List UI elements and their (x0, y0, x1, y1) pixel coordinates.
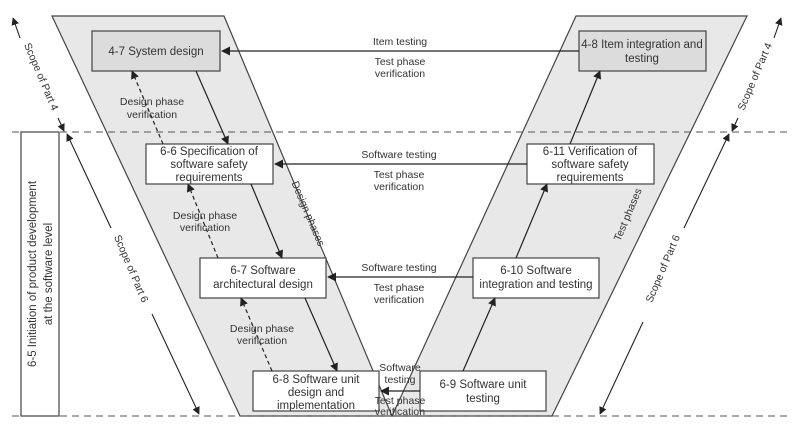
box-6-10-integration-testing[interactable]: 6-10 Software integration and testing (472, 257, 600, 299)
flow-arrow-6-9-to-6-10 (462, 297, 496, 372)
initiation-label-line1: 6-5 Initiation of product development (27, 180, 39, 367)
design-verif-label-3-line2: verification (237, 335, 287, 347)
test-link-software-3-below-line2: verification (375, 406, 425, 418)
test-link-software-1-below-line1: Test phase (374, 169, 425, 181)
box-6-8-label-line1: 6-8 Software unit (273, 374, 361, 386)
scope-part4-left-label: Scope of Part 4 (21, 41, 60, 112)
scope-part6-right-arrow-down (599, 321, 644, 415)
design-verif-label-1-line1: Design phase (120, 96, 184, 108)
scope-part6-left-label: Scope of Part 6 (111, 233, 150, 304)
design-verif-label-2-line2: verification (180, 222, 230, 234)
verif-arrow-6-7-to-6-6 (186, 183, 219, 259)
box-4-7-label: 4-7 System design (108, 46, 203, 58)
design-verif-label-3-line1: Design phase (230, 323, 294, 335)
box-6-11-label-line2: software safety (551, 159, 629, 171)
test-link-software-3-above-line2: testing (385, 374, 416, 386)
verif-arrow-6-6-to-4-7 (131, 70, 164, 145)
flow-arrow-6-10-to-6-11 (515, 183, 548, 259)
box-4-8-label-line2: testing (625, 53, 659, 65)
design-verif-label-2-line1: Design phase (173, 210, 237, 222)
test-link-item-below-line1: Test phase (375, 56, 426, 68)
box-6-11-verif-safety[interactable]: 6-11 Verification of software safety req… (526, 143, 655, 185)
box-6-11-label-line3: requirements (556, 172, 623, 184)
scope-part4-right-label: Scope of Part 4 (736, 41, 775, 112)
initiation-label-line2: at the software level (43, 223, 55, 325)
flow-arrow-6-11-to-4-8 (569, 70, 602, 145)
scope-part4-left-arrow-up (11, 17, 21, 39)
box-4-8-label-line1: 4-8 Item integration and (581, 39, 702, 51)
scope-part4-right-arrow-up (773, 17, 783, 39)
box-6-9-unit-testing[interactable]: 6-9 Software unit testing (419, 370, 547, 412)
box-6-6-label-line3: requirements (175, 172, 242, 184)
box-6-10-label-line2: integration and testing (479, 279, 592, 291)
test-link-software-3-below-line1: Test phase (375, 395, 426, 407)
scope-part4-left-arrow-down (57, 117, 65, 132)
test-link-item-above: Item testing (373, 36, 427, 48)
test-link-software-2-below-line1: Test phase (374, 282, 425, 294)
flow-arrow-4-7-to-6-6 (195, 70, 229, 145)
box-4-7-system-design[interactable]: 4-7 System design (91, 30, 221, 72)
box-6-10-label-line1: 6-10 Software (500, 265, 572, 277)
test-link-item-below-line2: verification (375, 68, 425, 80)
box-6-5-initiation[interactable] (20, 131, 60, 417)
test-phases-band (391, 15, 748, 417)
box-6-9-label-line2: testing (466, 393, 500, 405)
scope-part4-right-arrow-down (731, 117, 739, 132)
flow-arrow-6-7-to-6-8 (304, 297, 338, 372)
scope-part6-right-label: Scope of Part 6 (644, 233, 683, 304)
box-4-8-item-integration[interactable]: 4-8 Item integration and testing (578, 30, 707, 72)
box-6-7-arch-design[interactable]: 6-7 Software architectural design (199, 257, 327, 299)
flow-arrow-6-6-to-6-7 (250, 183, 283, 259)
design-verif-label-1-line2: verification (127, 109, 177, 121)
scope-part6-left-arrow-up (66, 133, 112, 229)
test-link-software-1-below-line2: verification (374, 181, 424, 193)
scope-part6-right-arrow-up (683, 133, 730, 229)
test-link-software-3-above-line1: Software (379, 362, 421, 374)
box-6-7-label-line2: architectural design (213, 279, 313, 291)
test-link-software-2-below-line2: verification (374, 294, 424, 306)
box-6-9-label-line1: 6-9 Software unit (440, 379, 528, 391)
box-6-6-label-line2: software safety (170, 159, 248, 171)
box-6-11-label-line1: 6-11 Verification of (543, 146, 638, 158)
verif-arrow-6-8-to-6-7 (240, 297, 273, 372)
box-6-8-unit-design[interactable]: 6-8 Software unit design and implementat… (252, 370, 380, 412)
test-link-software-1-above: Software testing (361, 149, 436, 161)
box-6-8-label-line3: implementation (277, 400, 355, 412)
scope-part6-left-arrow-down (151, 313, 200, 415)
test-link-software-2-above: Software testing (361, 262, 436, 274)
box-6-6-spec-safety[interactable]: 6-6 Specification of software safety req… (145, 143, 274, 185)
box-6-8-label-line2: design and (288, 387, 344, 399)
box-6-7-label-line1: 6-7 Software (230, 265, 295, 277)
box-6-6-label-line1: 6-6 Specification of (160, 146, 259, 158)
